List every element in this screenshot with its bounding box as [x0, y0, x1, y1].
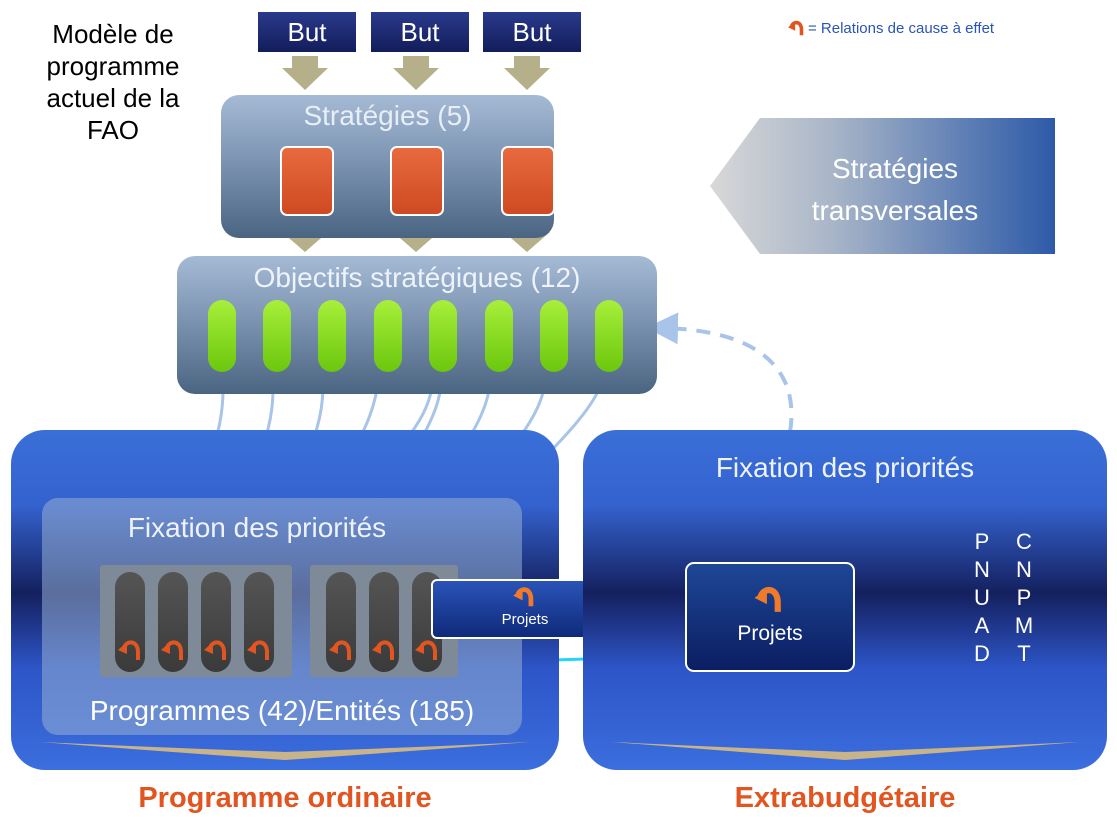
undaf-letter: A [974, 613, 990, 638]
objective-pill [318, 300, 346, 372]
cause-effect-icon [513, 587, 534, 607]
strategies-title: Stratégies (5) [303, 100, 472, 131]
cause-effect-icon [788, 20, 804, 36]
extrabudgetary-projects-box: Projets [685, 562, 855, 672]
undaf-letter: D [974, 641, 990, 666]
objective-pill [263, 300, 291, 372]
dashed-link-curve [646, 312, 794, 433]
nmtpf-letter: N [1016, 557, 1032, 582]
objective-pill [208, 300, 236, 372]
undaf-letters: P N U A D [970, 528, 994, 668]
objectives-title: Objectifs stratégiques (12) [253, 262, 581, 293]
legend-label: = Relations de cause à effet [808, 20, 995, 37]
undaf-letter: N [974, 557, 990, 582]
nmtpf-letter: C [1016, 529, 1032, 554]
programmes-title: Programmes (42)/Entités (185) [89, 695, 475, 726]
objective-pill [485, 300, 513, 372]
strategy-block [501, 146, 555, 216]
extrabudgetary-priorities-title: Fixation des priorités [715, 452, 975, 483]
extrabudgetary-label: Extrabudgétaire [734, 782, 956, 814]
cross-cutting-arrow [710, 118, 1055, 254]
nmtpf-letter: T [1017, 641, 1031, 666]
nmtpf-letter: M [1014, 613, 1034, 638]
regular-priorities-title: Fixation des priorités [127, 512, 387, 543]
nmtpf-letters: C N P M T [1012, 528, 1036, 668]
cross-cutting-label: Stratégies transversales [811, 153, 979, 226]
undaf-letter: P [974, 529, 990, 554]
strategies-box [221, 95, 554, 238]
objective-pill [374, 300, 402, 372]
objective-pill [540, 300, 568, 372]
goal-box: But [483, 12, 581, 52]
regular-programme-label: Programme ordinaire [138, 782, 432, 814]
goal-box: But [258, 12, 356, 52]
strategy-block [280, 146, 334, 216]
goal-box: But [371, 12, 469, 52]
regular-projects-label: Projets [501, 611, 549, 628]
undaf-letter: U [974, 585, 990, 610]
model-title: Modèle de programme actuel de la FAO [46, 19, 180, 145]
nmtpf-letter: P [1016, 585, 1032, 610]
objective-pill [595, 300, 623, 372]
objectives-box [177, 256, 657, 394]
objective-pill [429, 300, 457, 372]
strategy-block [390, 146, 444, 216]
extrabudgetary-projects-label: Projets [737, 622, 803, 645]
cause-effect-icon [754, 587, 781, 612]
legend-text: = Relations de cause à effet [788, 20, 995, 37]
